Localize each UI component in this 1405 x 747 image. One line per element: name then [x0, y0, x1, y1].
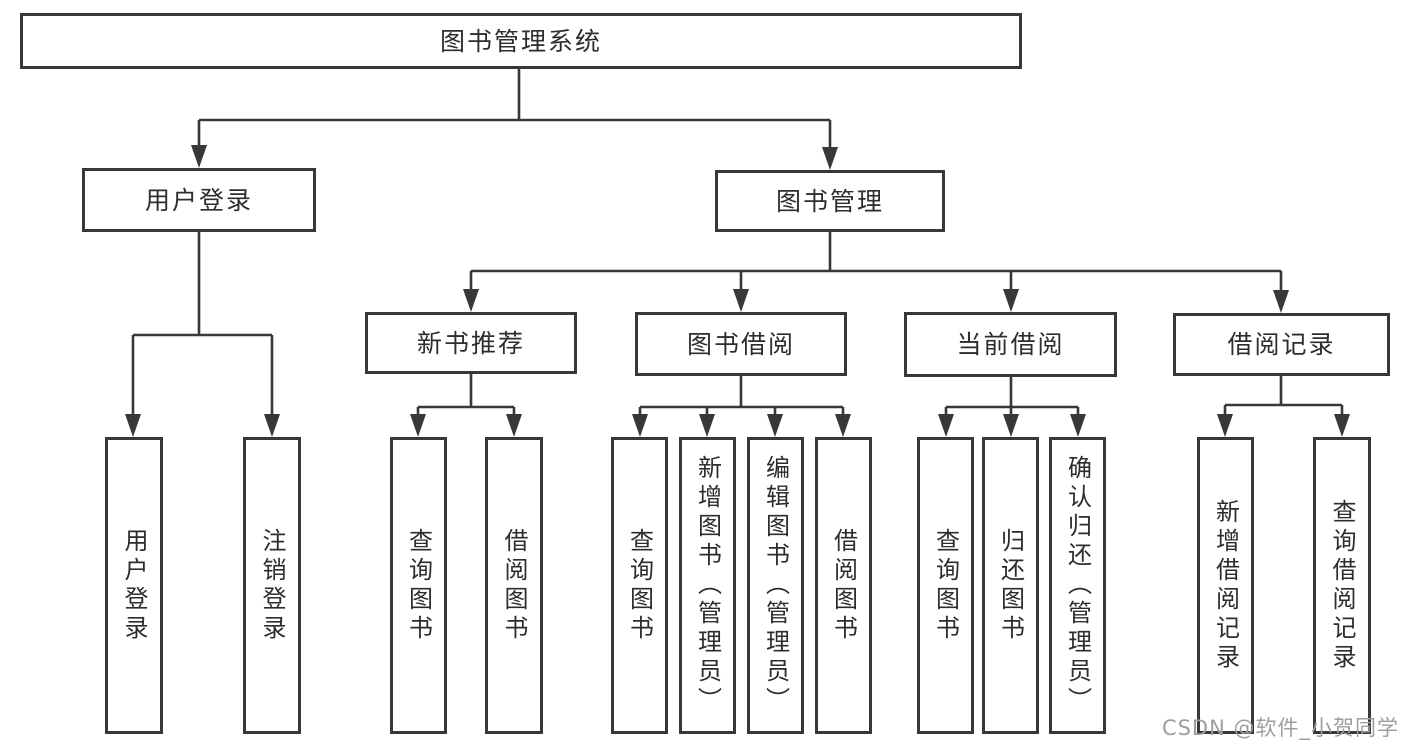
- leaf-query-borrow-record: 查询借阅记录: [1313, 437, 1371, 734]
- node-current-borrowing: 当前借阅: [904, 312, 1117, 377]
- arrowhead: [1070, 414, 1086, 437]
- leaf-query-books-current: 查询图书: [917, 437, 974, 734]
- arrowhead: [699, 414, 715, 437]
- node-new-book-recommend: 新书推荐: [365, 312, 577, 374]
- arrowhead: [191, 145, 207, 168]
- csdn-watermark: CSDN @软件_小贺同学: [1161, 716, 1399, 740]
- arrowhead: [410, 414, 426, 437]
- connector-borrowing-records-to-leaves: [1217, 376, 1350, 437]
- node-library-management-system: 图书管理系统: [20, 13, 1022, 69]
- arrowhead: [835, 414, 851, 437]
- node-borrowing-records: 借阅记录: [1173, 313, 1390, 376]
- connector-book-management-to-level3: [463, 232, 1289, 313]
- leaf-return-books: 归还图书: [982, 437, 1039, 734]
- arrowhead: [506, 414, 522, 437]
- arrowhead: [463, 289, 479, 312]
- arrowhead: [1273, 290, 1289, 313]
- connector-book-borrowing-to-leaves: [632, 376, 851, 437]
- arrowhead: [125, 414, 141, 437]
- arrowhead: [632, 414, 648, 437]
- connector-current-borrowing-to-leaves: [938, 377, 1086, 437]
- leaf-confirm-return-admin: 确认归还（管理员）: [1049, 437, 1106, 734]
- connector-root-to-level2: [191, 69, 838, 170]
- connector-new-book-recommend-to-leaves: [410, 374, 522, 437]
- connector-user-login-to-leaves: [125, 232, 280, 437]
- leaf-edit-book-admin: 编辑图书（管理员）: [747, 437, 804, 734]
- leaf-borrow-books-recommend: 借阅图书: [485, 437, 543, 734]
- arrowhead: [264, 414, 280, 437]
- arrowhead: [733, 289, 749, 312]
- leaf-query-books-borrowing: 查询图书: [611, 437, 668, 734]
- arrowhead: [1003, 414, 1019, 437]
- leaf-query-books-recommend: 查询图书: [390, 437, 447, 734]
- leaf-logout: 注销登录: [243, 437, 301, 734]
- arrowhead: [822, 147, 838, 170]
- leaf-user-login: 用户登录: [105, 437, 163, 734]
- arrowhead: [767, 414, 783, 437]
- node-user-login: 用户登录: [82, 168, 316, 232]
- node-book-management: 图书管理: [715, 170, 945, 232]
- arrowhead: [938, 414, 954, 437]
- leaf-add-borrow-record: 新增借阅记录: [1197, 437, 1254, 734]
- arrowhead: [1217, 414, 1233, 437]
- node-book-borrowing: 图书借阅: [635, 312, 847, 376]
- leaf-add-book-admin: 新增图书（管理员）: [679, 437, 736, 734]
- arrowhead: [1003, 289, 1019, 312]
- leaf-borrow-books: 借阅图书: [815, 437, 872, 734]
- arrowhead: [1334, 414, 1350, 437]
